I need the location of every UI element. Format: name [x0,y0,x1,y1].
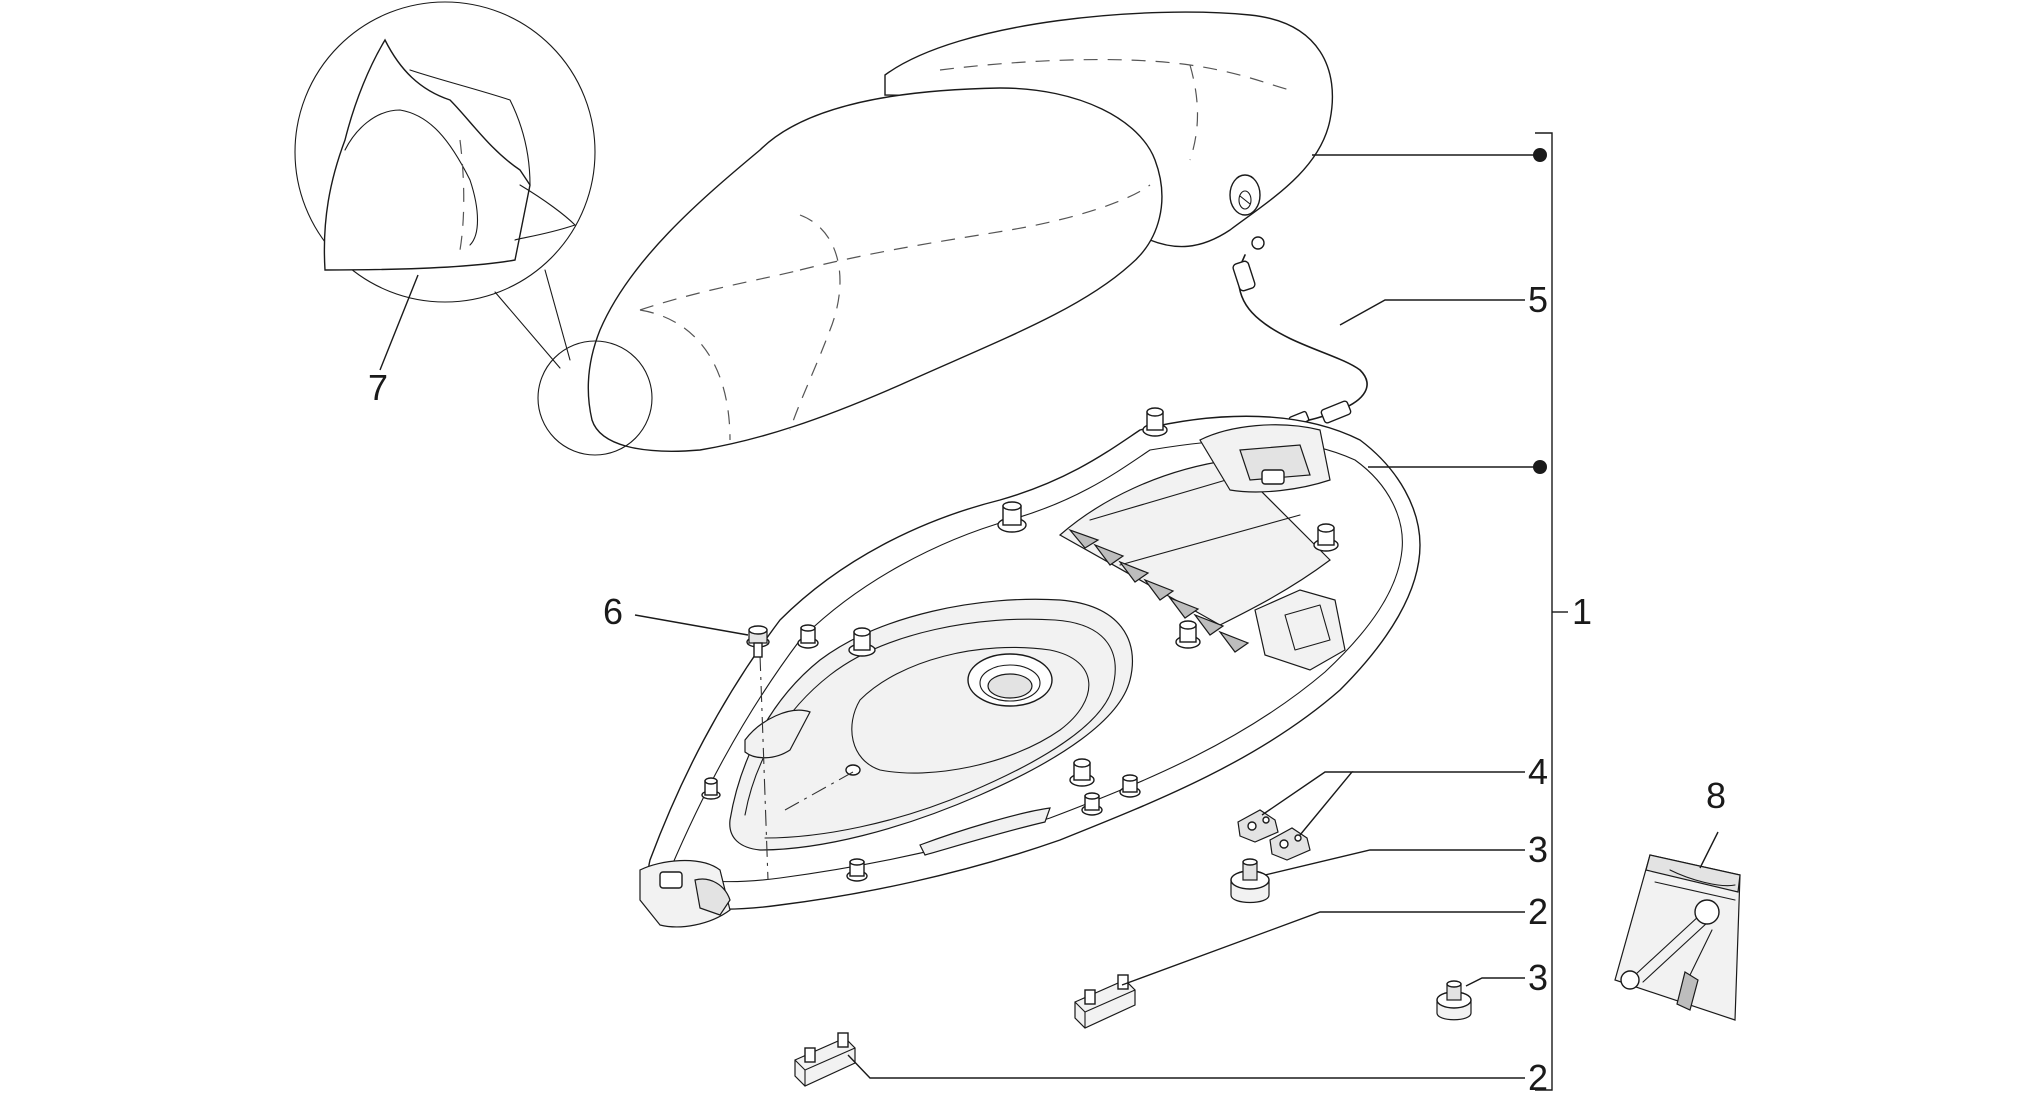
callout-part-3-upper: 3 [1528,829,1548,870]
tool-kit-bag-part-8 [1614,854,1741,1021]
buffer-part-3-upper [1230,858,1270,904]
bolt-assembly-line [759,654,769,881]
seat-bullet [1533,148,1547,162]
tray-bullet [1533,460,1547,474]
bracket-part-2-upper [1074,974,1136,1029]
callout-part-3-lower: 3 [1528,957,1548,998]
callout-part-1: 1 [1572,591,1592,632]
callout-part-5: 5 [1528,279,1548,320]
seat-base-tray [639,407,1421,928]
opening-cable [1232,236,1368,428]
callout-part-7: 7 [368,367,388,408]
seat-cushion [587,11,1334,452]
bolt-part-6 [746,625,770,658]
leader-lines [379,132,1719,1091]
clips-part-4 [1237,809,1311,861]
nut-assembly-line [784,771,854,811]
callout-part-6: 6 [603,591,623,632]
callout-part-2-upper: 2 [1528,891,1548,932]
seat-cover-detail [294,1,653,456]
callout-part-8: 8 [1706,775,1726,816]
buffer-part-3-lower [1436,980,1472,1021]
bracket-part-2-lower [794,1032,856,1087]
callout-part-4: 4 [1528,751,1548,792]
tray-ribs [1068,528,1250,653]
callout-part-2-lower: 2 [1528,1057,1548,1095]
tray-studs [701,407,1339,882]
